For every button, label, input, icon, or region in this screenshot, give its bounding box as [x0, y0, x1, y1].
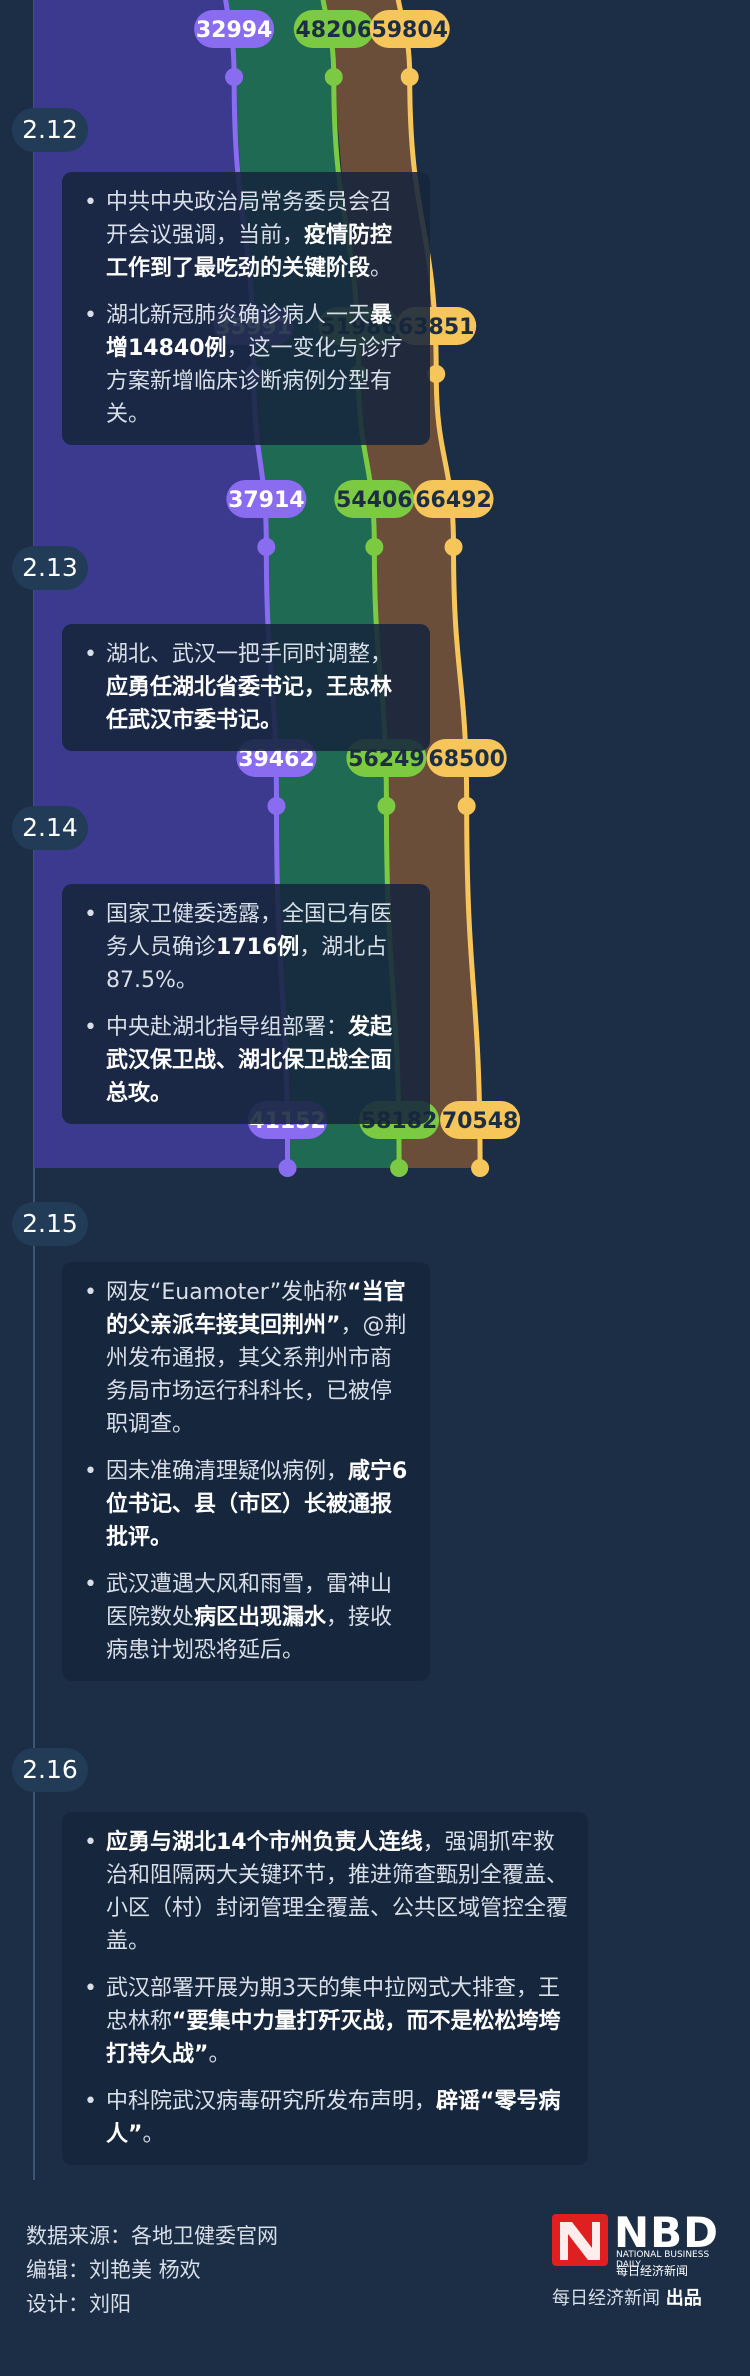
data-label-bg	[293, 10, 374, 48]
date-label-2-12: 2.12	[12, 108, 88, 152]
data-point	[267, 797, 286, 815]
data-label: 68500	[428, 747, 505, 772]
data-label: 59804	[371, 18, 448, 43]
nbd-logo-sub-cn: 每日经济新闻	[616, 2264, 689, 2278]
data-point	[390, 1159, 409, 1177]
data-point	[444, 538, 463, 556]
editor-credit: 编辑：刘艳美 杨欢	[26, 2258, 201, 2282]
data-label: 32994	[196, 18, 273, 43]
event-card-2-15: 网友“Euamoter”发帖称“当官的父亲派车接其回荆州”，@荆州发布通报，其父…	[62, 1262, 430, 1681]
event-item: 湖北、武汉一把手同时调整，应勇任湖北省委书记，王忠林任武汉市委书记。	[84, 638, 412, 737]
data-point	[324, 68, 343, 86]
data-label: 70548	[442, 1109, 519, 1134]
data-point	[278, 1159, 297, 1177]
event-item: 中共中央政治局常务委员会召开会议强调，当前，疫情防控工作到了最吃劲的关键阶段。	[84, 186, 412, 285]
data-point	[400, 68, 419, 86]
date-label-2-15: 2.15	[12, 1202, 88, 1246]
event-item: 中央赴湖北指导组部署：发起武汉保卫战、湖北保卫战全面总攻。	[84, 1011, 412, 1110]
date-label-2-16: 2.16	[12, 1748, 88, 1792]
date-label-2-13: 2.13	[12, 546, 88, 590]
data-point	[457, 797, 476, 815]
event-item: 湖北新冠肺炎确诊病人一天暴增14840例，这一变化与诊疗方案新增临床诊断病例分型…	[84, 299, 412, 431]
data-point	[427, 365, 446, 383]
publisher-credit: 每日经济新闻 出品	[552, 2284, 702, 2310]
data-label: 39462	[238, 747, 315, 772]
publisher-name: 每日经济新闻	[552, 2288, 660, 2309]
data-label-bg	[369, 10, 450, 48]
designer-credit: 设计：刘阳	[26, 2292, 131, 2316]
data-label-bg	[226, 480, 307, 518]
nbd-logo-text: NBD	[614, 2208, 720, 2257]
event-card-2-12: 中共中央政治局常务委员会召开会议强调，当前，疫情防控工作到了最吃劲的关键阶段。湖…	[62, 172, 430, 445]
nbd-logo: NBD NATIONAL BUSINESS DAILY 每日经济新闻	[552, 2208, 722, 2304]
event-item: 武汉遭遇大风和雨雪，雷神山医院数处病区出现漏水，接收病患计划恐将延后。	[84, 1568, 412, 1667]
data-label-bg	[334, 480, 415, 518]
data-point	[365, 538, 384, 556]
event-item: 中科院武汉病毒研究所发布声明，辟谣“零号病人”。	[84, 2085, 570, 2151]
data-label: 66492	[415, 488, 492, 513]
data-label-bg	[413, 480, 494, 518]
data-label-bg	[440, 1101, 521, 1139]
data-label-bg	[426, 739, 507, 777]
data-label: 54406	[336, 488, 413, 513]
event-card-2-13: 湖北、武汉一把手同时调整，应勇任湖北省委书记，王忠林任武汉市委书记。	[62, 624, 430, 751]
data-label-bg	[194, 10, 275, 48]
data-point	[225, 68, 244, 86]
nbd-logo-mark-icon	[552, 2214, 608, 2266]
event-item: 因未准确清理疑似病例，咸宁6位书记、县（市区）长被通报批评。	[84, 1455, 412, 1554]
event-card-2-16: 应勇与湖北14个市州负责人连线，强调抓牢救治和阻隔两大关键环节，推进筛查甄别全覆…	[62, 1812, 588, 2165]
data-label: 37914	[228, 488, 305, 513]
event-item: 应勇与湖北14个市州负责人连线，强调抓牢救治和阻隔两大关键环节，推进筛查甄别全覆…	[84, 1826, 570, 1958]
data-point	[471, 1159, 490, 1177]
event-card-2-14: 国家卫健委透露，全国已有医务人员确诊1716例，湖北占87.5%。中央赴湖北指导…	[62, 884, 430, 1124]
data-point	[377, 797, 396, 815]
data-point	[257, 538, 276, 556]
data-label: 56249	[348, 747, 425, 772]
event-item: 武汉部署开展为期3天的集中拉网式大排查，王忠林称“要集中力量打歼灭战，而不是松松…	[84, 1972, 570, 2071]
publisher-suffix: 出品	[665, 2288, 702, 2309]
date-label-2-14: 2.14	[12, 806, 88, 850]
data-label: 48206	[295, 18, 372, 43]
event-item: 网友“Euamoter”发帖称“当官的父亲派车接其回荆州”，@荆州发布通报，其父…	[84, 1276, 412, 1441]
data-source: 数据来源：各地卫健委官网	[26, 2224, 278, 2248]
event-item: 国家卫健委透露，全国已有医务人员确诊1716例，湖北占87.5%。	[84, 898, 412, 997]
nbd-logo-sub-en: NATIONAL BUSINESS DAILY	[616, 2250, 710, 2270]
